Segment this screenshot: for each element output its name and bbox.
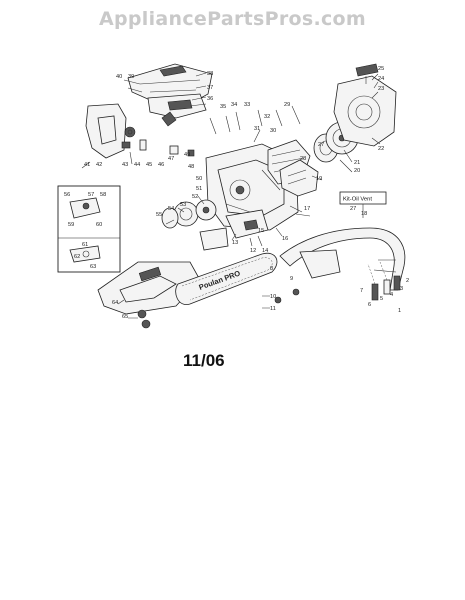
- diagram-date-caption: 11/06: [183, 351, 225, 370]
- callout-32: 31: [254, 126, 260, 132]
- bar-nuts: [137, 309, 151, 329]
- callout-21: 21: [354, 160, 360, 166]
- callout-7: 7: [360, 288, 363, 294]
- callout-51: 50: [196, 176, 202, 182]
- small-hardware-left: [121, 111, 241, 157]
- callout-33: 32: [264, 114, 270, 120]
- top-cover: [127, 63, 213, 105]
- kit-oil-vent-box: [339, 191, 387, 218]
- callout-46: 45: [146, 162, 152, 168]
- callout-40: 39: [128, 74, 134, 80]
- callout-2: 2: [406, 278, 409, 284]
- callout-27: 27: [350, 206, 356, 212]
- callout-12: 12: [250, 248, 256, 254]
- callout-44: 43: [122, 162, 128, 168]
- callout-41: 40: [116, 74, 122, 80]
- callout-64: 63: [90, 264, 96, 270]
- callout-9: 9: [290, 276, 293, 282]
- handle-hardware: [274, 261, 401, 304]
- leader-lines: [81, 72, 381, 319]
- callout-6: 6: [368, 302, 371, 308]
- callout-45: 44: [134, 162, 140, 168]
- callout-15: 15: [258, 228, 264, 234]
- callout-14: 14: [262, 248, 268, 254]
- callout-62: 61: [82, 242, 88, 248]
- callout-8: 8: [270, 266, 273, 272]
- callout-30: 29: [284, 102, 290, 108]
- callout-56: 55: [156, 212, 162, 218]
- callout-52: 51: [196, 186, 202, 192]
- callout-47: 46: [158, 162, 164, 168]
- site-watermark: AppliancePartsPros.com: [98, 8, 366, 30]
- callout-22: 22: [378, 146, 384, 152]
- callout-16: 16: [282, 236, 288, 242]
- callout-37: 36: [207, 96, 213, 102]
- callout-65: 64: [112, 300, 118, 306]
- oil-pump: [199, 209, 269, 251]
- callout-58: 57: [88, 192, 94, 198]
- rear-handle: [85, 103, 136, 159]
- clutch-assembly: [161, 199, 217, 229]
- callout-66: 65: [122, 314, 128, 320]
- callout-11: 11: [270, 306, 276, 312]
- callout-28: 27: [318, 142, 324, 148]
- callout-49: 48: [188, 164, 194, 170]
- callout-24: 24: [378, 76, 384, 82]
- callout-4: 4: [390, 292, 393, 298]
- callout-35: 34: [231, 102, 237, 108]
- clutch-cover: [97, 261, 201, 315]
- callout-17: 17: [304, 206, 310, 212]
- callout-53: 52: [192, 194, 198, 200]
- inset-detail-box: [57, 185, 121, 273]
- callout-29: 28: [300, 156, 306, 162]
- callout-36: 35: [220, 104, 226, 110]
- callout-63: 62: [74, 254, 80, 260]
- front-handle: [279, 227, 406, 291]
- callout-3: 3: [400, 286, 403, 292]
- callout-59: 58: [100, 192, 106, 198]
- callout-60: 59: [68, 222, 74, 228]
- callout-57: 56: [64, 192, 70, 198]
- callout-23: 23: [378, 86, 384, 92]
- callout-20: 20: [354, 168, 360, 174]
- callout-50: 49: [184, 152, 190, 158]
- callout-25: 25: [378, 66, 384, 72]
- callout-31-mid: 30: [270, 128, 276, 134]
- callout-54: 53: [180, 202, 186, 208]
- callout-18: 18: [361, 211, 367, 217]
- starter-housing: [333, 63, 397, 147]
- callout-19: 19: [316, 176, 322, 182]
- callout-38-top: 37: [207, 85, 213, 91]
- callout-61: 60: [96, 222, 102, 228]
- callout-39-top: 38: [207, 71, 213, 77]
- guide-bar: Poulan PRO: [175, 252, 278, 306]
- callout-42: 41: [84, 162, 90, 168]
- muffler: [279, 159, 319, 197]
- callout-55: 54: [168, 206, 174, 212]
- callout-43: 42: [96, 162, 102, 168]
- callout-1: 1: [398, 308, 401, 314]
- callout-5: 5: [380, 296, 383, 302]
- callout-13: 13: [232, 240, 238, 246]
- callout-48: 47: [168, 156, 174, 162]
- callout-34: 33: [244, 102, 250, 108]
- callout-10: 10: [270, 294, 276, 300]
- air-filter-housing: [147, 93, 207, 119]
- kit-oil-vent-label: Kit-Oil Vent: [343, 197, 372, 203]
- callout-labels: 40 39 38 37 36 35 34 33 32 31 29 30 25 2…: [64, 66, 409, 320]
